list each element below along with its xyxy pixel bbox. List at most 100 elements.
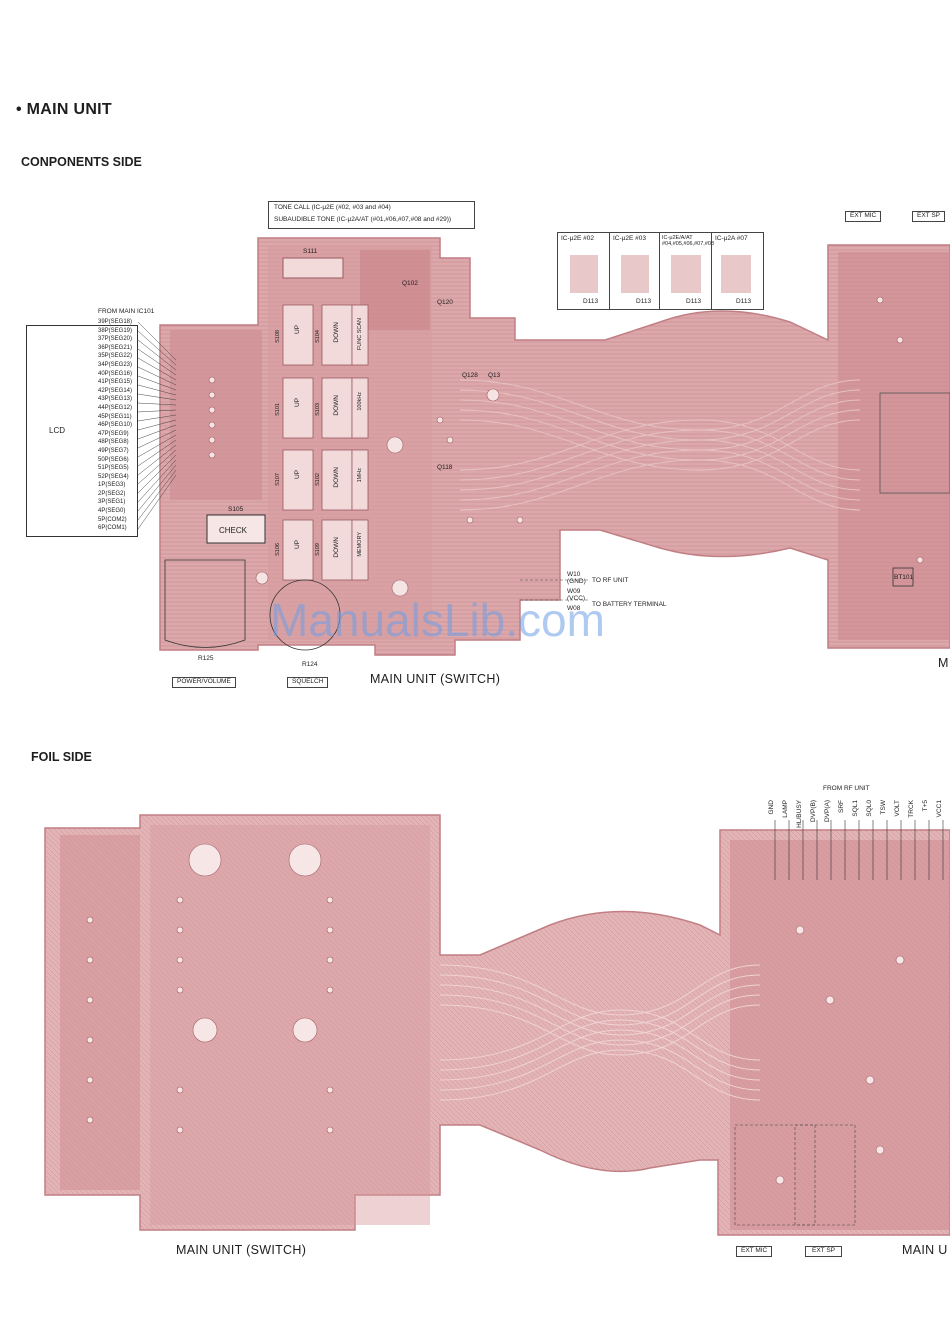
lcd-pin: 52P(SEG4): [98, 473, 129, 480]
rf-pin-sql0: SQL0: [866, 800, 873, 817]
to-rf-unit-label: TO RF UNIT: [592, 577, 629, 584]
rf-pin-sql1: SQL1: [852, 800, 859, 817]
switch-down-4: DOWN: [333, 537, 340, 558]
lcd-pin: 40P(SEG16): [98, 370, 133, 377]
lcd-pin: 50P(SEG6): [98, 456, 129, 463]
lcd-label: LCD: [49, 426, 66, 435]
r124-label: R124: [302, 661, 318, 668]
switch-up-1: UP: [294, 325, 301, 335]
w10-label: W10 (GND): [567, 571, 586, 585]
main-unit-switch-caption-bottom: MAIN UNIT (SWITCH): [176, 1243, 307, 1257]
lcd-pin: 43P(SEG13): [98, 396, 133, 403]
tone-call-label: TONE CALL (IC-μ2E (#02, #03 and #04): [274, 204, 391, 211]
switch-up-3: UP: [294, 470, 301, 480]
switch-ref-s106: S106: [275, 543, 281, 556]
lcd-pin: 5P(COM2): [98, 516, 127, 523]
lcd-pin: 42P(SEG14): [98, 387, 133, 394]
q102-label: Q102: [402, 280, 418, 287]
switch-ref-s104: S104: [315, 330, 321, 343]
rf-pin-tsw: TSW: [880, 800, 887, 815]
section-title-components-side: CONPONENTS SIDE: [21, 155, 142, 169]
w09-label: W09 (VCC): [567, 588, 586, 602]
tone-legend: TONE CALL (IC-μ2E (#02, #03 and #04) SUB…: [268, 201, 475, 229]
switch-down-2: DOWN: [333, 395, 340, 416]
lcd-panel: LCD: [26, 325, 138, 537]
switch-ref-s101: S101: [275, 403, 281, 416]
switch-down-1: DOWN: [333, 322, 340, 343]
rf-pin-hl-busy: HL/BUSY: [796, 800, 803, 828]
watermark: ManualsLib.com: [270, 594, 605, 646]
switch-ref-s103: S103: [315, 403, 321, 416]
q128-label: Q128: [462, 372, 478, 379]
variant-4: IC-μ2A #07: [715, 235, 748, 242]
100khz-label: 100kHz: [357, 392, 363, 411]
rf-pin-gnd: GND: [768, 800, 775, 815]
variant-d-3: D113: [686, 298, 702, 305]
lcd-pin: 4P(SEG0): [98, 508, 126, 515]
from-main-label: FROM MAIN IC101: [98, 308, 155, 315]
rf-pin-vcc1: VCC1: [936, 800, 943, 818]
lcd-pin: 47P(SEG9): [98, 430, 129, 437]
lcd-pin: 39P(SEG18): [98, 319, 133, 325]
main-unit-switch-caption-top: MAIN UNIT (SWITCH): [370, 672, 501, 686]
rf-pin-srf: SRF: [838, 800, 845, 813]
switch-up-2: UP: [294, 398, 301, 408]
s111-label: S111: [303, 248, 318, 255]
variant-d-1: D113: [583, 298, 599, 305]
lcd-pin: 46P(SEG10): [98, 422, 133, 429]
check-label: CHECK: [219, 526, 248, 535]
section-title-foil-side: FOIL SIDE: [31, 750, 92, 764]
foil-side-board: [44, 814, 950, 1236]
q118-label: Q118: [437, 464, 453, 471]
lcd-fan-lines: [137, 321, 177, 530]
variant-2: IC-μ2E #03: [613, 235, 647, 242]
bt101-label: BT101: [894, 574, 914, 581]
rf-pin-volt: VOLT: [894, 800, 901, 817]
lcd-pin: 2P(SEG2): [98, 490, 126, 497]
switch-ref-s109: S109: [315, 543, 321, 556]
page-title: • MAIN UNIT: [16, 101, 113, 118]
components-side-board: [159, 237, 950, 656]
variant-3: IC-μ2E/A/AT #04,#05,#06,#07,#08: [662, 235, 714, 247]
variant-d-2: D113: [636, 298, 652, 305]
r125-label: R125: [198, 655, 214, 662]
subaudible-tone-label: SUBAUDIBLE TONE (IC-μ2A/AT (#01,#06,#07,…: [274, 216, 452, 223]
to-battery-label: TO BATTERY TERMINAL: [592, 601, 667, 608]
q120-label: Q120: [437, 299, 453, 306]
lcd-pin: 6P(COM1): [98, 525, 127, 532]
lcd-pin: 37P(SEG20): [98, 336, 133, 343]
lcd-pin: 38P(SEG19): [98, 327, 133, 334]
s105-label: S105: [228, 506, 244, 513]
switch-ref-s108: S108: [275, 330, 281, 343]
ext-sp-top-label: EXT SP: [912, 211, 946, 222]
lcd-pin: 41P(SEG15): [98, 379, 133, 386]
lcd-pin: 44P(SEG12): [98, 404, 133, 411]
switch-ref-s107: S107: [275, 473, 281, 486]
squelch-label: SQUELCH: [287, 677, 329, 688]
lcd-pin: 36P(SEG21): [98, 344, 133, 351]
rf-pin-trck: TRCK: [908, 800, 915, 818]
lcd-pin: 45P(SEG11): [98, 413, 132, 420]
rf-pin-lamp: LAMP: [782, 800, 789, 818]
lcd-pin: 3P(SEG1): [98, 499, 126, 506]
lcd-pin: 1P(SEG3): [98, 482, 126, 489]
lcd-pin: 35P(SEG22): [98, 353, 133, 360]
variant-d-4: D113: [736, 298, 752, 305]
lcd-pin: 49P(SEG7): [98, 447, 129, 454]
m-label: M: [938, 656, 949, 670]
switch-ref-s102: S102: [315, 473, 321, 486]
variant-table: IC-μ2E #02 IC-μ2E #03 IC-μ2E/A/AT #04,#0…: [557, 232, 764, 310]
ext-mic-top-label: EXT MIC: [845, 211, 882, 222]
ext-sp-bottom-label: EXT SP: [805, 1246, 843, 1257]
lcd-pin: 51P(SEG5): [98, 465, 129, 472]
variant-1: IC-μ2E #02: [561, 235, 595, 242]
power-volume-label: POWER/VOLUME: [172, 677, 236, 688]
lcd-pin: 34P(SEG23): [98, 361, 133, 368]
w08-label: W08: [567, 605, 581, 612]
rf-pin-dvp-b: DVP(B): [810, 800, 817, 823]
func-scan-label: FUNC SCAN: [357, 318, 363, 351]
rf-pin-dvp-a: DVP(A): [824, 800, 831, 823]
1mhz-label: 1MHz: [357, 468, 363, 483]
switch-up-4: UP: [294, 540, 301, 550]
